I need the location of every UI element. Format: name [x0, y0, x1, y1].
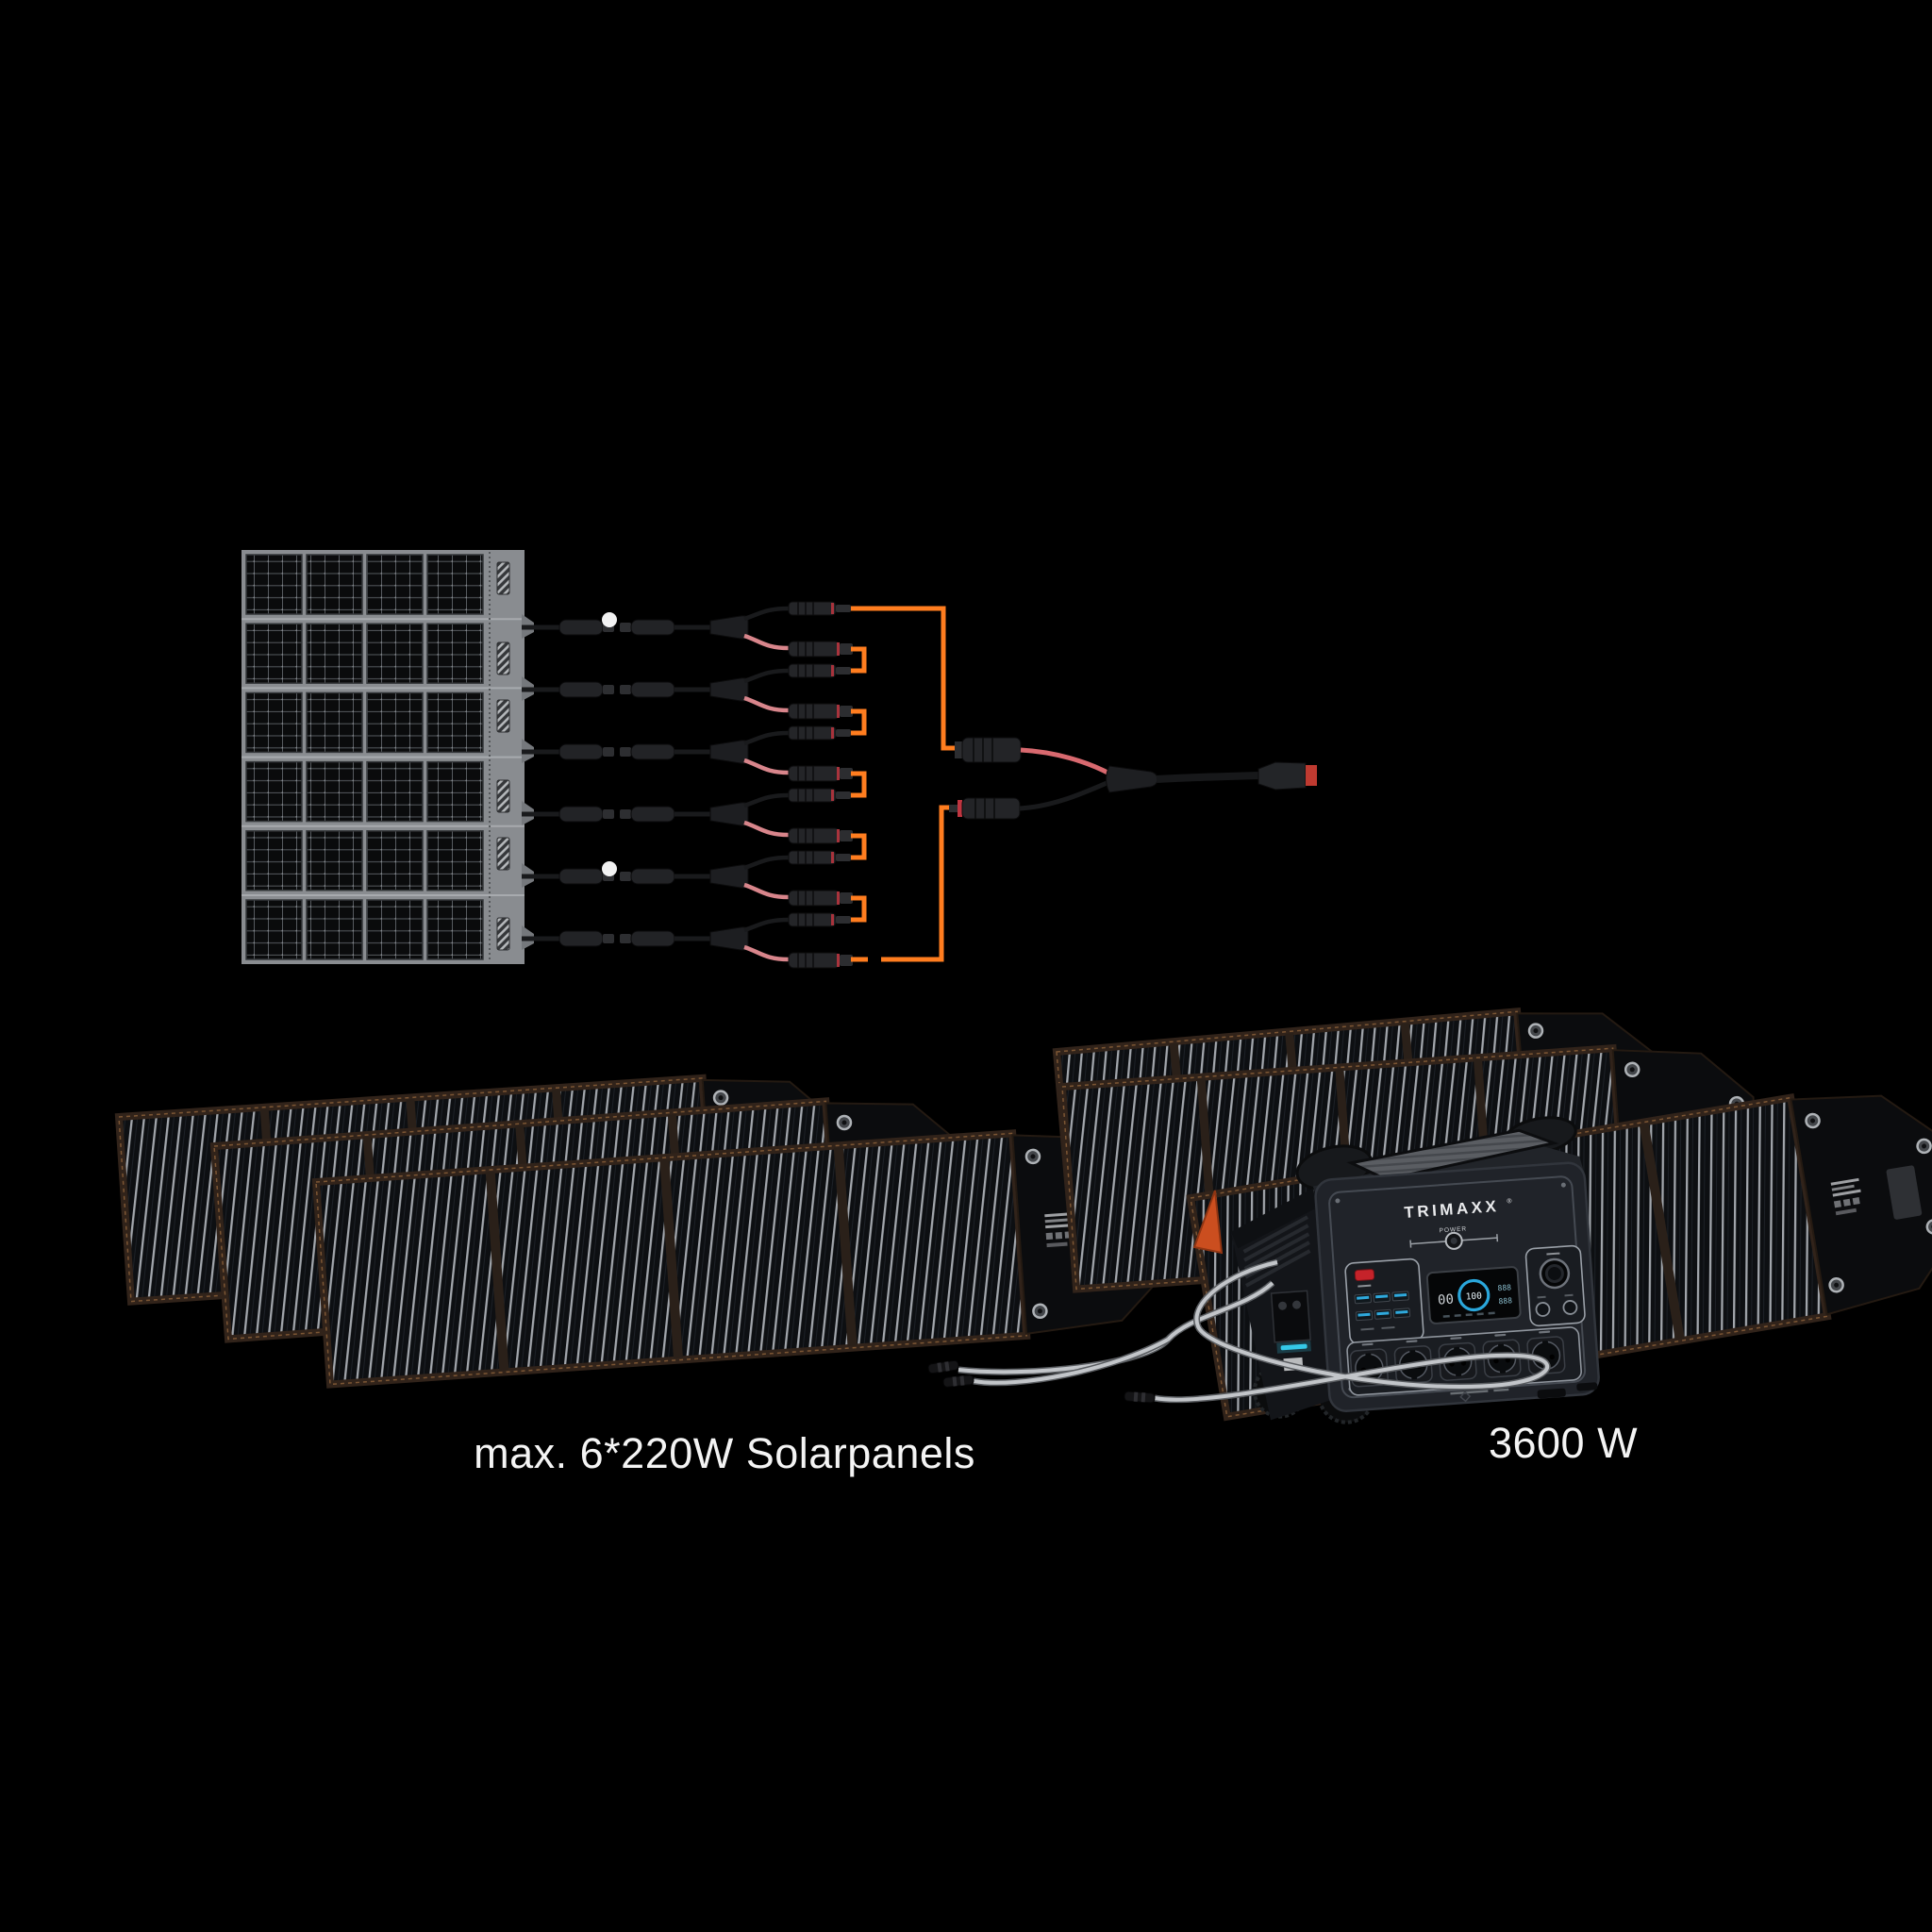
usb-port[interactable] [1373, 1291, 1391, 1303]
grommet-icon [712, 1089, 729, 1107]
usb-port[interactable] [1374, 1308, 1392, 1320]
display-input-value: 00 [1438, 1292, 1455, 1308]
diamond-icon [1459, 1391, 1472, 1403]
flat-panel-group-left [114, 1074, 1166, 1389]
usb-port[interactable] [1391, 1291, 1409, 1302]
grommet-icon [1031, 1303, 1049, 1320]
wiring-row-6 [522, 913, 853, 968]
brand-registered-mark: ® [1507, 1197, 1513, 1205]
spec-text-line [1493, 1388, 1509, 1392]
usb-port[interactable] [1355, 1310, 1374, 1322]
wiring-row-1 [522, 602, 853, 657]
station-foot [1576, 1382, 1598, 1391]
combiner-wire-red [1020, 747, 1113, 777]
grommet-icon [1827, 1275, 1845, 1294]
vent-grilles [496, 561, 510, 951]
grommet-icon [836, 1114, 853, 1131]
cable-connector [926, 1359, 960, 1374]
wiring-row-3 [522, 726, 853, 781]
grommet-icon [1527, 1022, 1544, 1040]
grommet-icon [1624, 1061, 1641, 1078]
grommet-icon [1915, 1137, 1932, 1156]
panel-kickstand [1192, 1190, 1224, 1255]
plug-highlight [602, 861, 617, 876]
station-foot [1537, 1388, 1566, 1399]
battery-ring [1457, 1278, 1491, 1312]
power-button-dot [1450, 1237, 1457, 1244]
grommet-icon [1024, 1148, 1041, 1165]
flap-pocket [1886, 1165, 1923, 1220]
wiring-row-2 [522, 664, 853, 719]
cable-connector [1124, 1391, 1156, 1404]
spec-text-line [1450, 1390, 1489, 1395]
grommet-icon [1804, 1111, 1822, 1130]
station-side [1230, 1188, 1336, 1421]
combiner-mc4-female [955, 737, 1113, 777]
usb-port[interactable] [1354, 1293, 1373, 1305]
string-wiring-diagram [522, 602, 1317, 968]
caption-output-power: 3600 W [1489, 1419, 1638, 1467]
wiring-row-4 [522, 789, 853, 843]
display-aux-top: 888 [1497, 1283, 1511, 1292]
lcd-display: 00 100 888 888 [1425, 1266, 1522, 1324]
dc-section [1524, 1244, 1586, 1327]
ground-cables [958, 1258, 1551, 1404]
output-plug-body [1257, 761, 1307, 791]
display-aux-bottom: 888 [1498, 1296, 1512, 1306]
row-separators [242, 618, 525, 896]
output-plug-red-tip [1306, 765, 1317, 786]
combiner-mc4-male [949, 778, 1112, 820]
usb-port[interactable] [1392, 1307, 1411, 1319]
rear-panel-stack [242, 550, 534, 964]
battery-percent: 100 [1465, 1291, 1482, 1302]
usb-power-button[interactable] [1354, 1269, 1375, 1282]
cable-connector [942, 1374, 974, 1389]
top-vent-panel [1346, 1128, 1559, 1181]
plug-highlight [602, 612, 617, 627]
usb-section [1344, 1257, 1424, 1345]
status-led-bar [1280, 1343, 1307, 1351]
combiner-wire-black [1019, 778, 1112, 811]
caption-solarpanels: max. 6*220W Solarpanels [474, 1429, 975, 1477]
dc-button[interactable] [1535, 1302, 1551, 1317]
dc-button[interactable] [1562, 1300, 1578, 1315]
power-label: POWER [1439, 1225, 1467, 1234]
series-link-wires [851, 606, 955, 962]
panel-end-flap [1790, 1094, 1932, 1316]
power-station: TRIMAXX ® POWER 00 100 888 888 [1230, 1116, 1600, 1424]
input-port-panel [1270, 1290, 1311, 1343]
side-vent-lines [1242, 1215, 1311, 1288]
y-combiner-cable [1106, 761, 1317, 793]
wiring-row-5 [522, 851, 853, 906]
